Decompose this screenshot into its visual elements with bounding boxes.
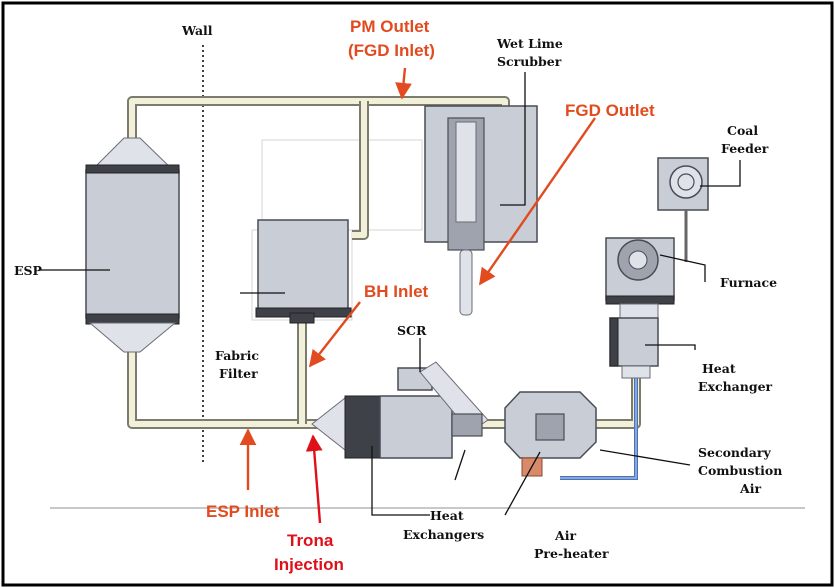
pm-outlet-callout-line1: PM Outlet bbox=[350, 17, 430, 36]
pm-outlet-callout-line2: (FGD Inlet) bbox=[348, 41, 435, 60]
leader-lines bbox=[40, 72, 741, 516]
furnace-label: Furnace bbox=[720, 275, 777, 290]
wall-label: Wall bbox=[181, 23, 213, 38]
wet-lime-scrubber-unit bbox=[424, 105, 538, 316]
furnace-unit bbox=[605, 237, 675, 305]
esp-inlet-callout: ESP Inlet bbox=[206, 502, 280, 521]
heat-exchanger-unit bbox=[609, 303, 659, 379]
esp-unit bbox=[85, 137, 180, 353]
flue-gas-ducts bbox=[127, 96, 641, 429]
coal-feeder-label-line2: Feeder bbox=[721, 141, 769, 156]
coal-feeder-unit bbox=[657, 157, 709, 262]
fabric-filter-label-line2: Filter bbox=[219, 366, 258, 381]
wet-lime-label-line2: Scrubber bbox=[497, 54, 562, 69]
fgd-outlet-callout: FGD Outlet bbox=[565, 101, 655, 120]
secondary-air-label-line2: Combustion bbox=[698, 463, 782, 478]
trona-callout-line2: Injection bbox=[274, 555, 344, 574]
fabric-filter-label-line1: Fabric bbox=[215, 348, 259, 363]
wet-lime-label-line1: Wet Lime bbox=[496, 36, 563, 51]
esp-label: ESP bbox=[14, 263, 43, 278]
secondary-air-label-line1: Secondary bbox=[698, 445, 771, 460]
heat-exchangers-unit bbox=[311, 395, 453, 459]
bh-inlet-callout: BH Inlet bbox=[364, 282, 429, 301]
heat-exchanger-label-line1: Heat bbox=[702, 361, 736, 376]
heat-exchangers-label-line2: Exchangers bbox=[403, 527, 484, 542]
callout-arrows bbox=[239, 67, 596, 524]
scr-label: SCR bbox=[397, 323, 427, 338]
air-preheater-label-line2: Pre-heater bbox=[534, 546, 609, 561]
heat-exchanger-label-line2: Exchanger bbox=[698, 379, 773, 394]
air-preheater-unit bbox=[504, 391, 597, 477]
secondary-air-label-line3: Air bbox=[739, 481, 761, 496]
fabric-filter-unit bbox=[255, 219, 352, 324]
air-preheater-label-line1: Air bbox=[554, 528, 576, 543]
coal-feeder-label-line1: Coal bbox=[727, 123, 758, 138]
heat-exchangers-label-line1: Heat bbox=[430, 508, 464, 523]
scr-unit bbox=[397, 361, 489, 437]
trona-callout-line1: Trona bbox=[287, 531, 334, 550]
